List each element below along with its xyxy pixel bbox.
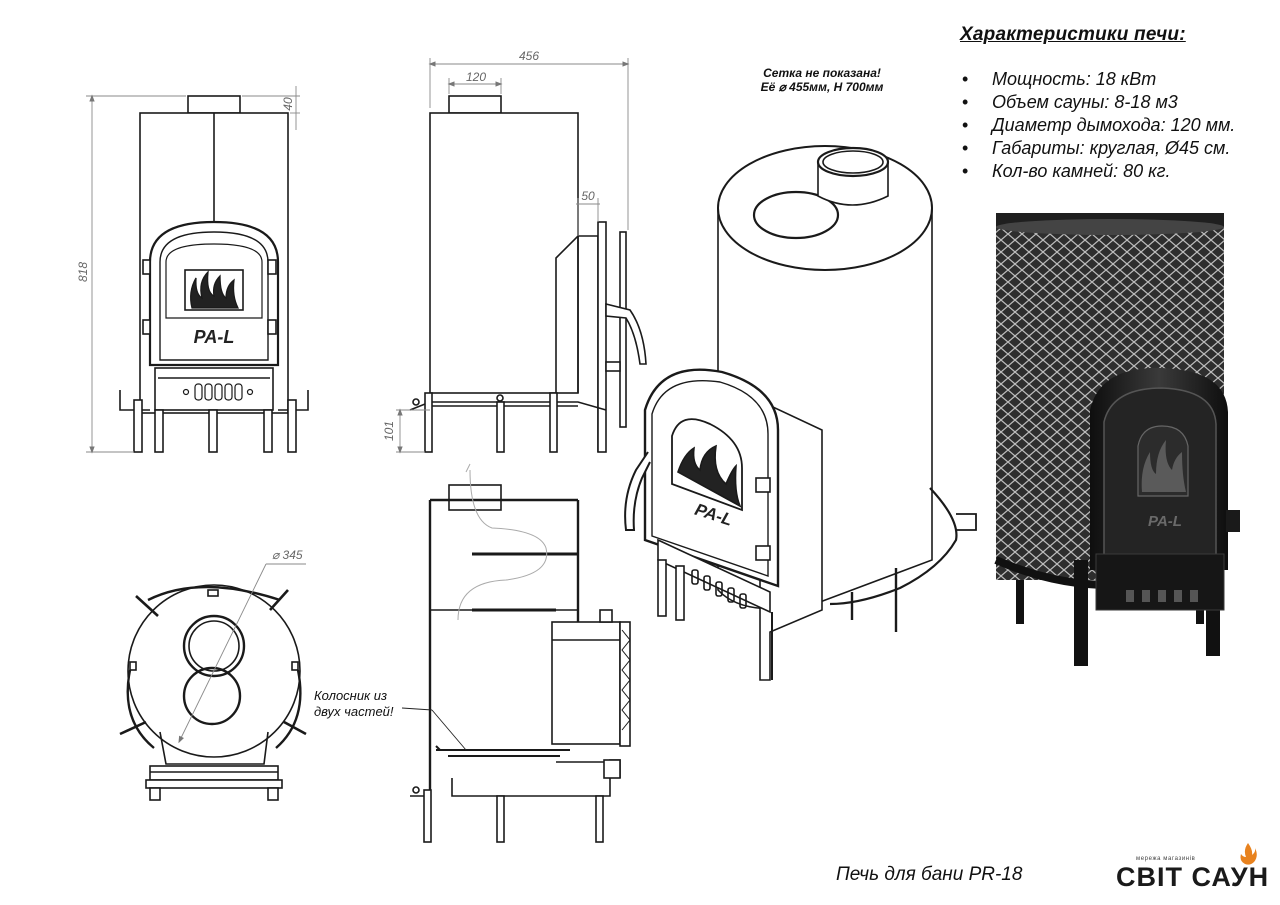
spec-flue-diameter: Диаметр дымохода: 120 мм.	[992, 115, 1236, 135]
dim-diameter: ⌀ 345	[272, 548, 303, 562]
dim-height: 818	[76, 262, 90, 282]
front-door-logo: PA-L	[194, 327, 235, 347]
brand-logo: мережа магазинів СВІТ САУН	[1116, 842, 1270, 892]
front-ash-drawer	[154, 367, 274, 411]
grate-note-line1: Колосник из	[314, 688, 387, 703]
top-second-hole	[182, 666, 242, 726]
front-view: PA-L	[119, 95, 309, 453]
svg-text:PA-L: PA-L	[1148, 513, 1182, 530]
front-flue-pipe	[187, 95, 241, 114]
spec-stone-weight: Кол-во камней: 80 кг.	[992, 161, 1171, 181]
spec-item: • Объем сауны: 8-18 м3	[958, 91, 1268, 114]
top-dimension	[178, 563, 306, 744]
spec-item: • Диаметр дымохода: 120 мм.	[958, 114, 1268, 137]
specs-title: Характеристики печи:	[960, 24, 1186, 45]
spec-item: • Габариты: круглая, Ø45 см.	[958, 137, 1268, 160]
bullet-glyph: •	[962, 92, 969, 112]
mesh-note-line1: Сетка не показана!	[763, 66, 881, 80]
footer-title: Печь для бани PR-18	[836, 864, 1023, 885]
front-vents	[182, 383, 254, 401]
spec-power: Мощность: 18 кВт	[992, 69, 1157, 89]
bullet-glyph: •	[962, 115, 969, 135]
bullet-glyph: •	[962, 69, 969, 89]
spec-room-volume: Объем сауны: 8-18 м3	[992, 92, 1178, 112]
specs-list: •Мощность: 18 кВт •Объем сауны: 8-18 м3 …	[958, 68, 1268, 183]
side-view	[409, 95, 647, 453]
grate-note-line2: двух частей!	[314, 704, 394, 719]
mesh-note-line2: Её ⌀ 455мм, Н 700мм	[761, 80, 884, 94]
iso-view: PA-L	[624, 145, 977, 681]
front-flame-motif	[184, 269, 244, 311]
iso-handle	[624, 451, 651, 531]
flame-icon	[1240, 843, 1257, 865]
section-door-box	[551, 621, 621, 745]
grate-leader	[401, 707, 467, 751]
spec-item: • Кол-во камней: 80 кг.	[958, 160, 1268, 183]
bullet-glyph: •	[962, 161, 969, 181]
logo-tagline: мережа магазинів	[1136, 856, 1196, 862]
specs-panel: Характеристики печи: • Мощность: 18 кВт •…	[958, 24, 1268, 183]
dim-width: 456	[519, 49, 539, 63]
dim-leg-height: 101	[382, 421, 396, 441]
dim-door-offset: 50	[581, 189, 595, 203]
section-view	[410, 463, 631, 843]
section-smoke-path	[457, 463, 548, 621]
logo-brand-name: СВІТ САУН	[1116, 862, 1270, 892]
dim-flue-width: 120	[466, 70, 486, 84]
stove-photo: PA-L	[994, 213, 1240, 666]
spec-item: • Мощность: 18 кВт	[958, 68, 1268, 91]
section-grate	[435, 745, 570, 757]
side-body	[429, 112, 579, 394]
section-flue-pipe	[448, 484, 502, 511]
dim-flue-height: 40	[281, 97, 295, 111]
side-door-handle	[605, 302, 647, 365]
front-dimensions	[86, 86, 300, 454]
spec-dimensions: Габариты: круглая, Ø45 см.	[992, 138, 1231, 158]
top-flue-hole	[182, 614, 246, 678]
bullet-glyph: •	[962, 138, 969, 158]
side-flue-pipe	[448, 95, 502, 114]
side-dimensions	[396, 58, 630, 454]
